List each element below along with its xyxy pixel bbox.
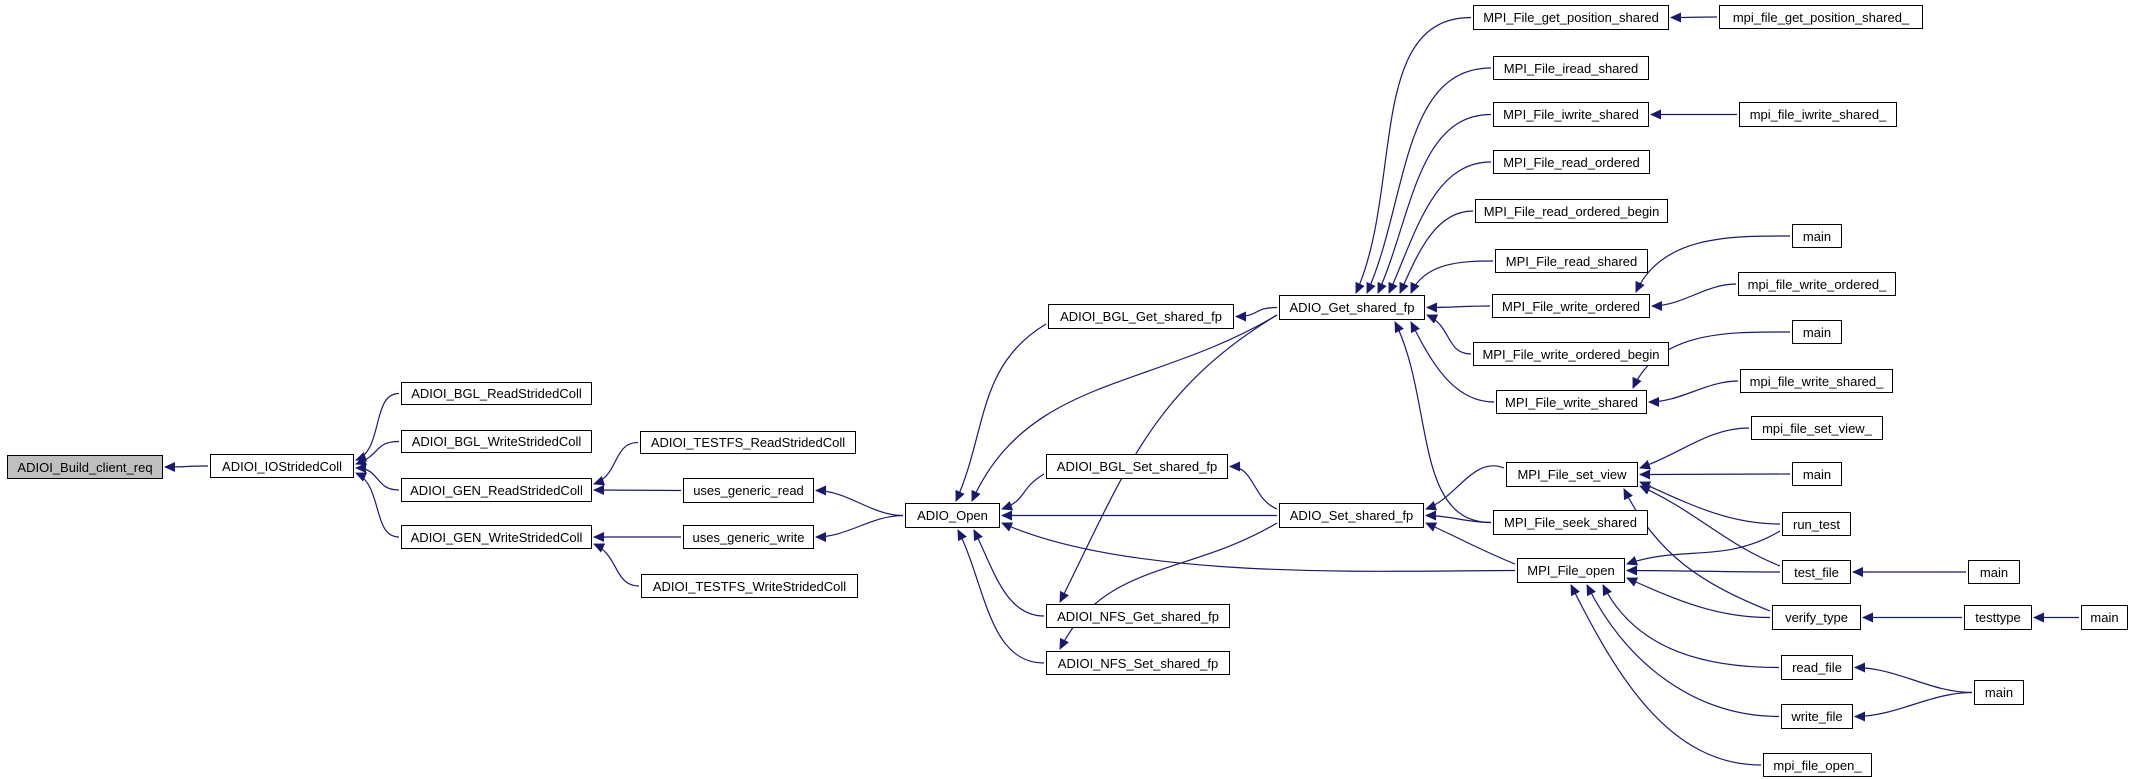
edge-test_file-to-set_view [1639,485,1781,567]
node-gen_write[interactable]: ADIOI_GEN_WriteStridedColl [401,525,592,549]
node-adio_open[interactable]: ADIO_Open [905,503,1000,528]
edge-iwrite_shared-to-adio_get [1377,113,1492,294]
node-f_file_open[interactable]: mpi_file_open_ [1763,753,1872,777]
edge-file_open-to-adio_open [1001,522,1516,572]
edge-main6-to-write_file [1854,691,1973,722]
edge-f_write_ordered-to-write_ordered [1651,283,1737,311]
node-file_open[interactable]: MPI_File_open [1517,558,1625,583]
node-adio_get[interactable]: ADIO_Get_shared_fp [1279,295,1425,320]
node-write_file[interactable]: write_file [1781,704,1853,729]
edge-f_write_shared-to-write_shared [1648,380,1739,407]
edge-run_test-to-set_view [1639,481,1781,525]
edge-nfs_get-to-adio_open [973,529,1045,617]
edge-write_ordered_begin-to-adio_get [1426,314,1472,355]
edge-read_shared-to-adio_get [1410,260,1494,294]
edge-bgl_read-to-iostridedcoll [355,392,400,462]
edge-main1-to-write_ordered [1635,235,1791,293]
node-read_file[interactable]: read_file [1781,655,1853,680]
edge-seek_shared-to-adio_get [1394,321,1492,524]
node-uses_generic_read[interactable]: uses_generic_read [683,478,814,503]
edge-gen_write-to-iostridedcoll [355,472,400,538]
edge-set_view-to-adio_set [1425,465,1505,511]
node-adio_set[interactable]: ADIO_Set_shared_fp [1279,503,1424,528]
node-build_client_req: ADIOI_Build_client_req [7,455,163,479]
edge-write_shared-to-adio_get [1410,321,1495,403]
edge-verify_type-to-file_open [1626,577,1771,619]
edge-write_ordered-to-adio_get [1426,302,1491,313]
node-get_position_shared[interactable]: MPI_File_get_position_shared [1473,5,1669,30]
edge-iostridedcoll-to-build_client_req [164,461,209,472]
edge-main3-to-set_view [1639,469,1791,480]
node-write_shared[interactable]: MPI_File_write_shared [1496,390,1647,414]
edge-adio_set-to-nfs_set [1059,522,1278,650]
node-bgl_write[interactable]: ADIOI_BGL_WriteStridedColl [401,430,592,453]
node-nfs_set[interactable]: ADIOI_NFS_Set_shared_fp [1046,651,1230,675]
node-testtype[interactable]: testtype [1964,605,2032,630]
node-verify_type[interactable]: verify_type [1772,605,1861,630]
edge-bgl_write-to-iostridedcoll [355,440,400,466]
node-read_ordered[interactable]: MPI_File_read_ordered [1493,150,1650,174]
edge-read_ordered-to-adio_get [1388,161,1492,294]
edge-read_file-to-file_open [1602,584,1780,669]
edge-run_test-to-file_open [1626,530,1781,566]
node-main2[interactable]: main [1792,320,1842,344]
node-read_ordered_begin[interactable]: MPI_File_read_ordered_begin [1475,199,1668,223]
node-nfs_get[interactable]: ADIOI_NFS_Get_shared_fp [1046,604,1230,628]
node-write_ordered_begin[interactable]: MPI_File_write_ordered_begin [1473,342,1669,366]
edge-testfs_write-to-gen_write [593,543,640,587]
node-uses_generic_write[interactable]: uses_generic_write [683,525,814,549]
node-testfs_read[interactable]: ADIOI_TESTFS_ReadStridedColl [640,431,856,454]
edge-seek_shared-to-adio_set [1425,510,1492,524]
node-read_shared[interactable]: MPI_File_read_shared [1495,249,1648,273]
edge-test_file-to-file_open [1626,565,1781,576]
node-run_test[interactable]: run_test [1782,512,1851,536]
node-f_iwrite_shared[interactable]: mpi_file_iwrite_shared_ [1739,102,1897,127]
edge-adio_set-to-bgl_set [1229,461,1278,510]
node-set_view[interactable]: MPI_File_set_view [1506,462,1638,487]
node-test_file[interactable]: test_file [1782,560,1851,584]
edge-iread_shared-to-adio_get [1366,67,1492,294]
edge-uses_generic_read-to-gen_read [593,485,682,496]
edge-adio_open-to-uses_generic_write [815,514,904,542]
node-bgl_read[interactable]: ADIOI_BGL_ReadStridedColl [401,382,592,405]
edge-nfs_set-to-adio_open [957,529,1045,664]
node-f_set_view[interactable]: mpi_file_set_view_ [1751,416,1883,440]
node-f_get_position_shared[interactable]: mpi_file_get_position_shared_ [1719,5,1923,29]
edge-adio_get-to-adio_open [971,314,1278,502]
edge-f_set_view-to-set_view [1639,427,1750,470]
node-iostridedcoll[interactable]: ADIOI_IOStridedColl [210,454,354,478]
node-main5[interactable]: main [2081,605,2128,630]
edge-adio_get-to-bgl_get [1235,306,1278,322]
node-f_write_shared[interactable]: mpi_file_write_shared_ [1740,369,1893,393]
node-bgl_set[interactable]: ADIOI_BGL_Set_shared_fp [1046,454,1228,479]
edge-f_get_position_shared-to-get_position_shared [1670,12,1718,23]
node-iwrite_shared[interactable]: MPI_File_iwrite_shared [1493,102,1649,127]
edge-testfs_read-to-gen_read [593,441,639,486]
node-bgl_get[interactable]: ADIOI_BGL_Get_shared_fp [1048,304,1234,329]
node-testfs_write[interactable]: ADIOI_TESTFS_WriteStridedColl [641,574,858,598]
node-main1[interactable]: main [1792,224,1842,248]
edge-main2-to-write_shared [1632,331,1791,389]
node-f_write_ordered[interactable]: mpi_file_write_ordered_ [1738,272,1896,296]
node-seek_shared[interactable]: MPI_File_seek_shared [1493,510,1648,535]
node-main6[interactable]: main [1974,680,2024,705]
edge-read_ordered_begin-to-adio_get [1399,210,1474,294]
edge-gen_read-to-iostridedcoll [355,463,400,491]
edge-main6-to-read_file [1854,662,1973,694]
edge-get_position_shared-to-adio_get [1355,16,1472,294]
edge-write_file-to-file_open [1586,584,1780,718]
node-write_ordered[interactable]: MPI_File_write_ordered [1492,294,1650,318]
edge-bgl_set-to-adio_open [1001,473,1045,511]
node-main3[interactable]: main [1792,462,1842,486]
node-main4[interactable]: main [1968,560,2020,584]
edge-adio_get-to-nfs_get [1059,314,1278,603]
edge-adio_open-to-uses_generic_read [815,485,904,517]
node-gen_read[interactable]: ADIOI_GEN_ReadStridedColl [401,478,592,502]
edge-file_open-to-adio_set [1425,522,1516,565]
edge-f_file_open-to-file_open [1570,584,1762,766]
edge-bgl_get-to-adio_open [955,323,1047,502]
node-iread_shared[interactable]: MPI_File_iread_shared [1493,56,1649,80]
